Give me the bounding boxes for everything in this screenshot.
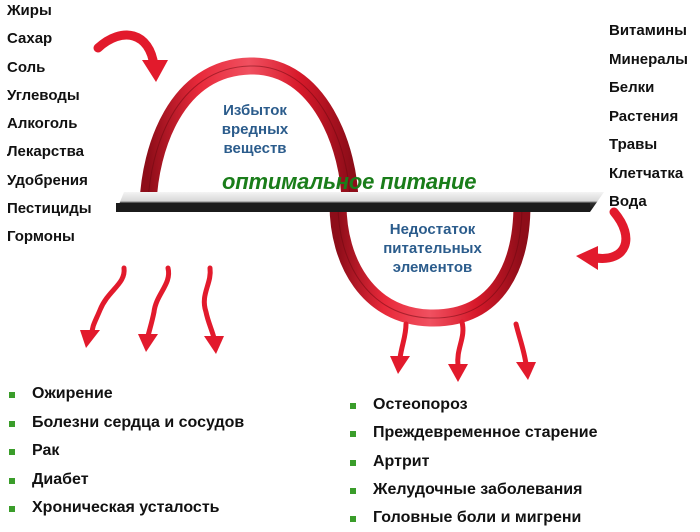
excess-label-line: вредных — [221, 121, 289, 138]
deficiency-effect-text: Головные боли и мигрени — [373, 509, 582, 527]
harmful-item: Удобрения — [7, 171, 88, 189]
excess-effect-text: Хроническая усталость — [32, 499, 220, 516]
input-curved-arrow-right — [591, 207, 631, 263]
excess-effect-text: Болезни сердца и сосудов — [32, 413, 245, 431]
down-arrow-6 — [513, 321, 529, 367]
harmful-item: Гормоны — [7, 228, 75, 246]
nutrients-list: Витамины Минералы Белки Растения Травы К… — [609, 17, 688, 217]
input-curved-arrow-left — [93, 30, 159, 71]
optimal-nutrition-title: оптимальное питание — [222, 169, 477, 194]
deficiency-effect-text: Желудочные заболевания — [373, 480, 583, 498]
excess-effect-text: Ожирение — [32, 385, 113, 402]
bullet-icon — [350, 488, 356, 495]
bullet-icon — [350, 403, 356, 410]
deficiency-label-line: элементов — [392, 259, 473, 276]
excess-effects-list: Ожирение Болезни сердца и сосудов Рак Ди… — [9, 380, 244, 523]
deficiency-effect-item: Желудочные заболевания — [350, 476, 598, 504]
deficiency-effects-list: Остеопороз Преждевременное старение Артр… — [350, 391, 598, 532]
bullet-icon — [9, 477, 15, 484]
bullet-icon — [350, 459, 356, 466]
nutrient-item: Вода — [609, 193, 647, 210]
bullet-icon — [350, 516, 356, 523]
down-arrow-3-head — [204, 336, 224, 354]
excess-effect-item: Диабет — [9, 466, 244, 495]
deficiency-effect-item: Артрит — [350, 448, 598, 476]
harmful-substances-list: Жиры Сахар Соль Углеводы Алкоголь Лекарс… — [7, 0, 92, 252]
down-arrow-1-head — [80, 330, 100, 348]
nutrient-item: Травы — [609, 136, 658, 153]
deficiency-effect-text: Остеопороз — [373, 396, 468, 413]
deficiency-effect-item: Преждевременное старение — [350, 419, 598, 447]
bullet-icon — [9, 420, 15, 427]
down-arrow-2-head — [138, 334, 158, 352]
deficiency-label-line: питательных — [383, 240, 482, 257]
excess-label-line: Избыток — [223, 102, 287, 119]
excess-effect-item: Рак — [9, 437, 244, 466]
excess-label: Избыток вредных веществ — [200, 101, 310, 158]
nutrient-item: Клетчатка — [609, 164, 684, 182]
harmful-item: Соль — [7, 58, 46, 76]
nutrient-item: Витамины — [609, 22, 687, 39]
down-arrow-5-head — [448, 364, 468, 382]
bullet-icon — [9, 449, 15, 456]
deficiency-effect-text: Артрит — [373, 452, 430, 470]
excess-effect-item: Болезни сердца и сосудов — [9, 409, 244, 438]
excess-effect-text: Рак — [32, 442, 60, 459]
harmful-item: Сахар — [7, 30, 53, 48]
harmful-item: Пестициды — [7, 200, 92, 218]
harmful-item: Алкоголь — [7, 115, 78, 133]
bullet-icon — [9, 506, 15, 513]
excess-effect-text: Диабет — [32, 470, 89, 488]
deficiency-effect-arrows — [397, 319, 529, 369]
deficiency-effect-text: Преждевременное старение — [373, 424, 598, 442]
bullet-icon — [350, 431, 356, 438]
harmful-item: Углеводы — [7, 86, 80, 104]
deficiency-effect-item: Головные боли и мигрени — [350, 504, 598, 532]
nutrient-item: Белки — [609, 79, 655, 96]
down-arrow-4-head — [390, 356, 410, 374]
down-arrow-4 — [397, 321, 409, 361]
bullet-icon — [9, 392, 15, 399]
excess-label-line: веществ — [223, 140, 287, 157]
excess-effect-item: Хроническая усталость — [9, 494, 244, 523]
down-arrow-3 — [201, 265, 217, 341]
excess-effect-arrows — [89, 265, 217, 341]
deficiency-effect-item: Остеопороз — [350, 391, 598, 419]
deficiency-label-line: Недостаток — [389, 221, 476, 238]
down-arrow-6-head — [516, 362, 536, 380]
harmful-item: Жиры — [7, 2, 52, 19]
down-arrow-5 — [455, 319, 466, 369]
nutrient-item: Минералы — [609, 50, 688, 68]
excess-effect-item: Ожирение — [9, 380, 244, 409]
optimal-balance-bar — [116, 192, 604, 212]
down-arrow-1 — [89, 265, 127, 337]
deficiency-label: Недостаток питательных элементов — [370, 220, 495, 277]
harmful-item: Лекарства — [7, 143, 84, 161]
nutrient-item: Растения — [609, 107, 679, 125]
down-arrow-2 — [145, 265, 172, 339]
